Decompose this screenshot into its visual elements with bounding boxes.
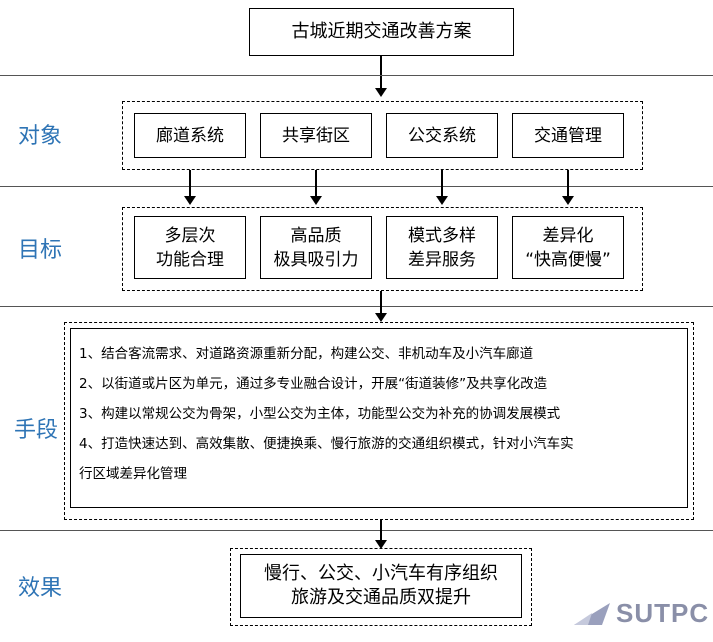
section-label-objects: 对象 [18,124,63,149]
logo-text: SUTPC [616,598,710,628]
methods-box: 1、结合客流需求、对道路资源重新分配，构建公交、非机动车及小汽车廊道 2、以街道… [70,328,688,508]
arrow-line-1 [189,170,191,198]
arrow-line-3 [441,170,443,198]
separator-1 [0,75,713,76]
object-box-transit: 公交系统 [386,113,498,158]
goal-line: 差异化 [542,225,594,246]
method-line-2: 2、以街道或片区为单元，通过多专业融合设计，开展“街道装修”及共享化改造 [79,376,548,392]
object-box-corridor: 廊道系统 [134,113,246,158]
object-label: 交通管理 [534,125,602,146]
section-label-goals: 目标 [18,238,63,263]
title-arrowhead [375,88,387,97]
title-arrow-line [380,56,382,88]
arrow-line-goals-methods [380,291,382,313]
method-line-4: 4、打造快速达到、高效集散、便捷换乘、慢行旅游的交通组织模式，针对小汽车实 [79,436,574,452]
goal-line: “快高便慢” [525,249,611,270]
arrowhead-3 [436,196,448,205]
object-label: 共享街区 [282,125,350,146]
title-text: 古城近期交通改善方案 [291,21,472,42]
separator-4 [0,530,713,531]
object-label: 公交系统 [408,125,476,146]
arrowhead-goals-methods [375,313,387,322]
section-label-effects: 效果 [18,576,63,601]
object-box-traffic-mgmt: 交通管理 [512,113,624,158]
goal-box-multilevel: 多层次功能合理 [134,216,246,279]
effects-line: 旅游及交通品质双提升 [291,587,471,608]
arrow-line-methods-effects [380,520,382,542]
arrow-line-4 [567,170,569,198]
arrowhead-1 [184,196,196,205]
method-line-1: 1、结合客流需求、对道路资源重新分配，构建公交、非机动车及小汽车廊道 [79,346,534,362]
arrow-line-2 [315,170,317,198]
goal-box-quality: 高品质极具吸引力 [260,216,372,279]
title-box: 古城近期交通改善方案 [249,8,514,56]
goal-line: 模式多样 [408,225,476,246]
sutpc-logo-icon [572,601,612,627]
goal-box-diverse-modes: 模式多样差异服务 [386,216,498,279]
goal-line: 高品质 [290,225,342,246]
effects-line: 慢行、公交、小汽车有序组织 [264,563,498,584]
methods-group [64,322,694,520]
goal-line: 功能合理 [156,249,224,270]
method-line-5: 行区域差异化管理 [79,466,187,482]
goals-group [122,207,643,291]
goal-line: 多层次 [164,225,216,246]
goal-box-differentiation: 差异化 “快高便慢” [512,216,624,279]
goal-line: 极具吸引力 [273,249,359,270]
arrowhead-4 [562,196,574,205]
effects-group [230,548,532,626]
objects-group [122,101,643,170]
goal-line: 差异服务 [408,249,476,270]
effects-box: 慢行、公交、小汽车有序组织旅游及交通品质双提升 [240,554,522,618]
method-line-3: 3、构建以常规公交为骨架，小型公交为主体，功能型公交为补充的协调发展模式 [79,406,561,422]
object-box-shared-block: 共享街区 [260,113,372,158]
object-label: 廊道系统 [156,125,224,146]
separator-3 [0,306,713,307]
section-label-methods: 手段 [14,418,59,443]
separator-2 [0,186,713,187]
arrowhead-methods-effects [375,540,387,549]
arrowhead-2 [310,196,322,205]
